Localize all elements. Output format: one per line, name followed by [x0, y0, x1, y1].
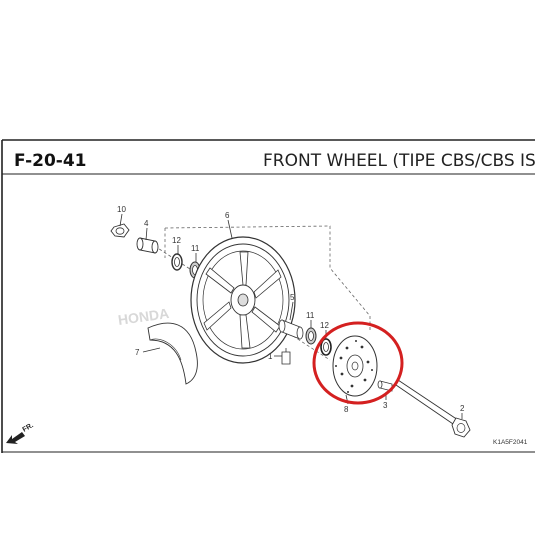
front-axle-2 [395, 379, 471, 438]
part-number-7: 7 [135, 348, 140, 357]
section-code: F-20-41 [14, 151, 87, 171]
part-number-6: 6 [225, 211, 230, 220]
disc-bolt-3 [377, 380, 393, 392]
front-direction-arrow-icon [6, 432, 25, 444]
leader-6 [227, 219, 233, 239]
highlight-circle [312, 321, 404, 405]
front-wheel-6 [190, 236, 296, 364]
section-title: FRONT WHEEL (TIPE CBS/CBS IS [263, 151, 535, 171]
part-number-10: 10 [117, 205, 126, 214]
leader-10 [119, 213, 123, 227]
part-number-12-left: 12 [172, 236, 181, 245]
leader-5 [289, 301, 294, 321]
front-direction-label: FR. [22, 422, 35, 434]
fender-7 [147, 322, 198, 385]
distance-collar-5 [278, 319, 304, 340]
dust-seal-12-left [171, 253, 183, 271]
figure-code: K1A5F2041 [493, 439, 528, 446]
air-valve-1 [281, 348, 291, 365]
leader-7 [142, 347, 161, 353]
bearing-11-right [305, 327, 317, 345]
part-number-4: 4 [144, 219, 149, 228]
part-number-1: 1 [268, 352, 273, 361]
part-number-12-right: 12 [320, 321, 329, 330]
part-number-3: 3 [383, 401, 388, 410]
side-collar-4 [136, 237, 159, 254]
axle-nut-10 [110, 223, 130, 238]
part-number-8: 8 [344, 405, 349, 414]
part-number-11-right: 11 [306, 311, 315, 320]
part-number-5: 5 [290, 293, 295, 302]
assembly-outline [164, 225, 371, 330]
watermark-text: HONDA [117, 305, 170, 328]
brake-disc-8 [332, 335, 378, 397]
part-number-2: 2 [460, 404, 465, 413]
leader-4 [145, 227, 148, 241]
part-number-11-left: 11 [191, 244, 200, 253]
